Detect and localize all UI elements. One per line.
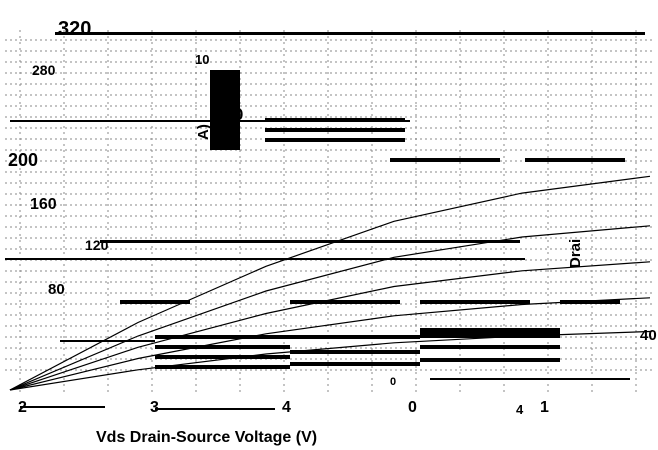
fragment-label: 4 — [516, 402, 524, 417]
glitch-band — [155, 408, 275, 410]
glitch-band — [5, 258, 525, 260]
glitch-band — [420, 358, 560, 362]
glitch-band — [265, 128, 405, 132]
y-tick-label: 40 — [640, 327, 657, 344]
glitch-band — [430, 378, 630, 380]
glitch-band — [420, 328, 560, 338]
glitch-band — [120, 300, 190, 304]
glitch-band — [10, 120, 410, 122]
series-line-5 — [9, 330, 651, 391]
fragment-label: 10 — [195, 52, 209, 67]
glitch-band — [420, 345, 560, 349]
glitch-band — [55, 32, 645, 35]
glitch-band — [390, 158, 500, 162]
glitch-band — [155, 365, 290, 369]
series-line-2 — [9, 225, 651, 391]
series-line-1 — [9, 175, 651, 391]
x-tick-labels: 2 3 4 0 1 — [18, 399, 549, 416]
glitch-bands — [5, 32, 645, 410]
glitch-band — [290, 335, 420, 339]
glitch-band — [20, 406, 105, 408]
series-lines — [9, 175, 651, 391]
y-tick-label: 240 — [215, 105, 243, 124]
series-line-3 — [9, 261, 651, 391]
glitch-band — [210, 70, 240, 150]
x-tick-label: 1 — [540, 399, 549, 416]
y-tick-label: 120 — [85, 237, 109, 253]
fragment-label: 0 — [390, 376, 396, 388]
glitch-band — [290, 350, 420, 354]
y-tick-label: 80 — [48, 281, 65, 298]
x-tick-label: 3 — [150, 399, 159, 416]
glitch-band — [155, 345, 290, 349]
glitch-band — [60, 340, 155, 342]
fragment-label: Drai — [567, 239, 584, 268]
glitch-band — [560, 300, 620, 304]
y-tick-label: 280 — [32, 62, 56, 78]
glitch-band — [290, 300, 400, 304]
glitch-band — [420, 300, 530, 304]
y-tick-labels: 320 280 240 200 160 120 80 40 — [8, 18, 657, 344]
glitch-band — [155, 355, 290, 359]
y-tick-label: 200 — [8, 150, 38, 170]
glitch-band — [100, 240, 520, 243]
x-tick-label: 4 — [282, 399, 291, 416]
x-axis-title: Vds Drain-Source Voltage (V) — [96, 429, 318, 446]
x-tick-label: 0 — [408, 399, 417, 416]
glitch-band — [525, 158, 625, 162]
glitch-band — [265, 138, 405, 142]
y-tick-label: 320 — [58, 18, 91, 40]
y-tick-label: 160 — [30, 196, 57, 213]
series-line-4 — [9, 297, 651, 391]
glitch-band — [290, 362, 420, 366]
x-tick-label: 2 — [18, 399, 27, 416]
glitch-band — [155, 335, 290, 339]
fragment-label: A) — [195, 124, 212, 140]
